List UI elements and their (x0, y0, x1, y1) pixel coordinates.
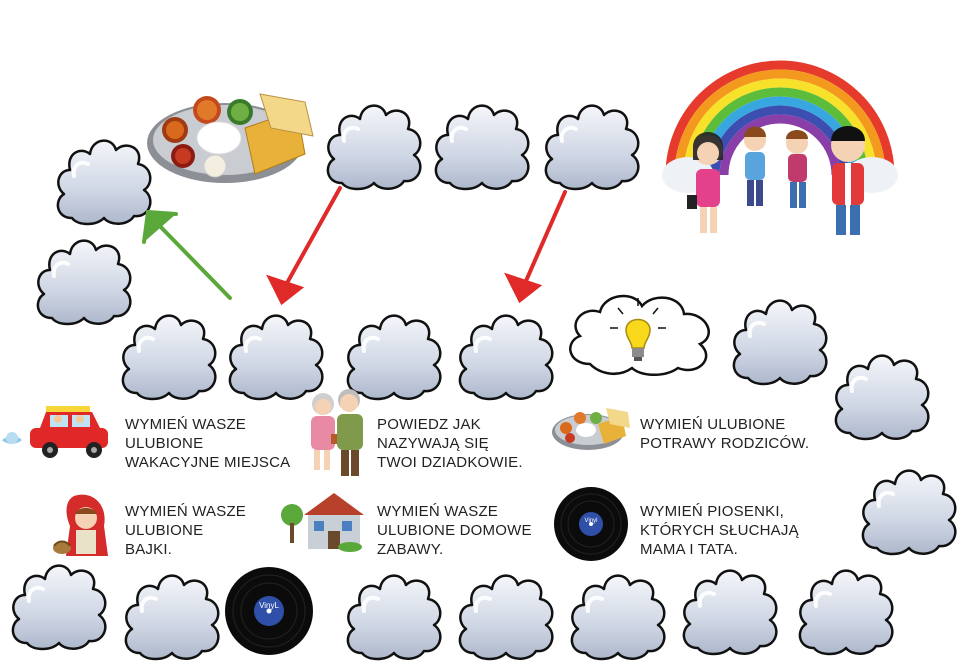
path-cloud-18[interactable] (676, 560, 786, 660)
grandparents-icon (303, 388, 369, 478)
path-cloud-17[interactable] (564, 565, 674, 665)
path-cloud-4[interactable] (428, 95, 538, 195)
house-icon (280, 487, 366, 553)
path-cloud-15[interactable] (340, 565, 450, 665)
path-cloud-10[interactable] (726, 290, 836, 390)
vinyl-record-small-icon: Vinyl (553, 486, 629, 562)
path-cloud-16[interactable] (452, 565, 562, 665)
path-cloud-12[interactable] (855, 460, 960, 560)
food-plate-small-icon (550, 404, 632, 452)
path-cloud-19[interactable] (792, 560, 902, 660)
path-cloud-9[interactable] (452, 305, 562, 405)
rainbow-with-family-icon (660, 35, 900, 245)
path-cloud-14[interactable] (118, 565, 228, 665)
red-arrow-2 (504, 190, 567, 304)
food-plate-icon (145, 88, 315, 188)
path-cloud-3[interactable] (320, 95, 430, 195)
path-cloud-5[interactable] (538, 95, 648, 195)
path-cloud-13[interactable] (5, 555, 115, 655)
path-cloud-1[interactable] (50, 130, 160, 230)
svg-text:Vinyl: Vinyl (585, 518, 598, 524)
red-arrow-1 (266, 186, 342, 306)
path-cloud-11[interactable] (828, 345, 938, 445)
lightbulb-icon[interactable] (560, 286, 722, 376)
red-riding-hood-icon (50, 490, 120, 560)
vinyl-record-icon[interactable]: VinyL (224, 566, 314, 656)
car-icon (0, 404, 112, 462)
path-cloud-6[interactable] (115, 305, 225, 405)
svg-text:VinyL: VinyL (259, 601, 279, 610)
